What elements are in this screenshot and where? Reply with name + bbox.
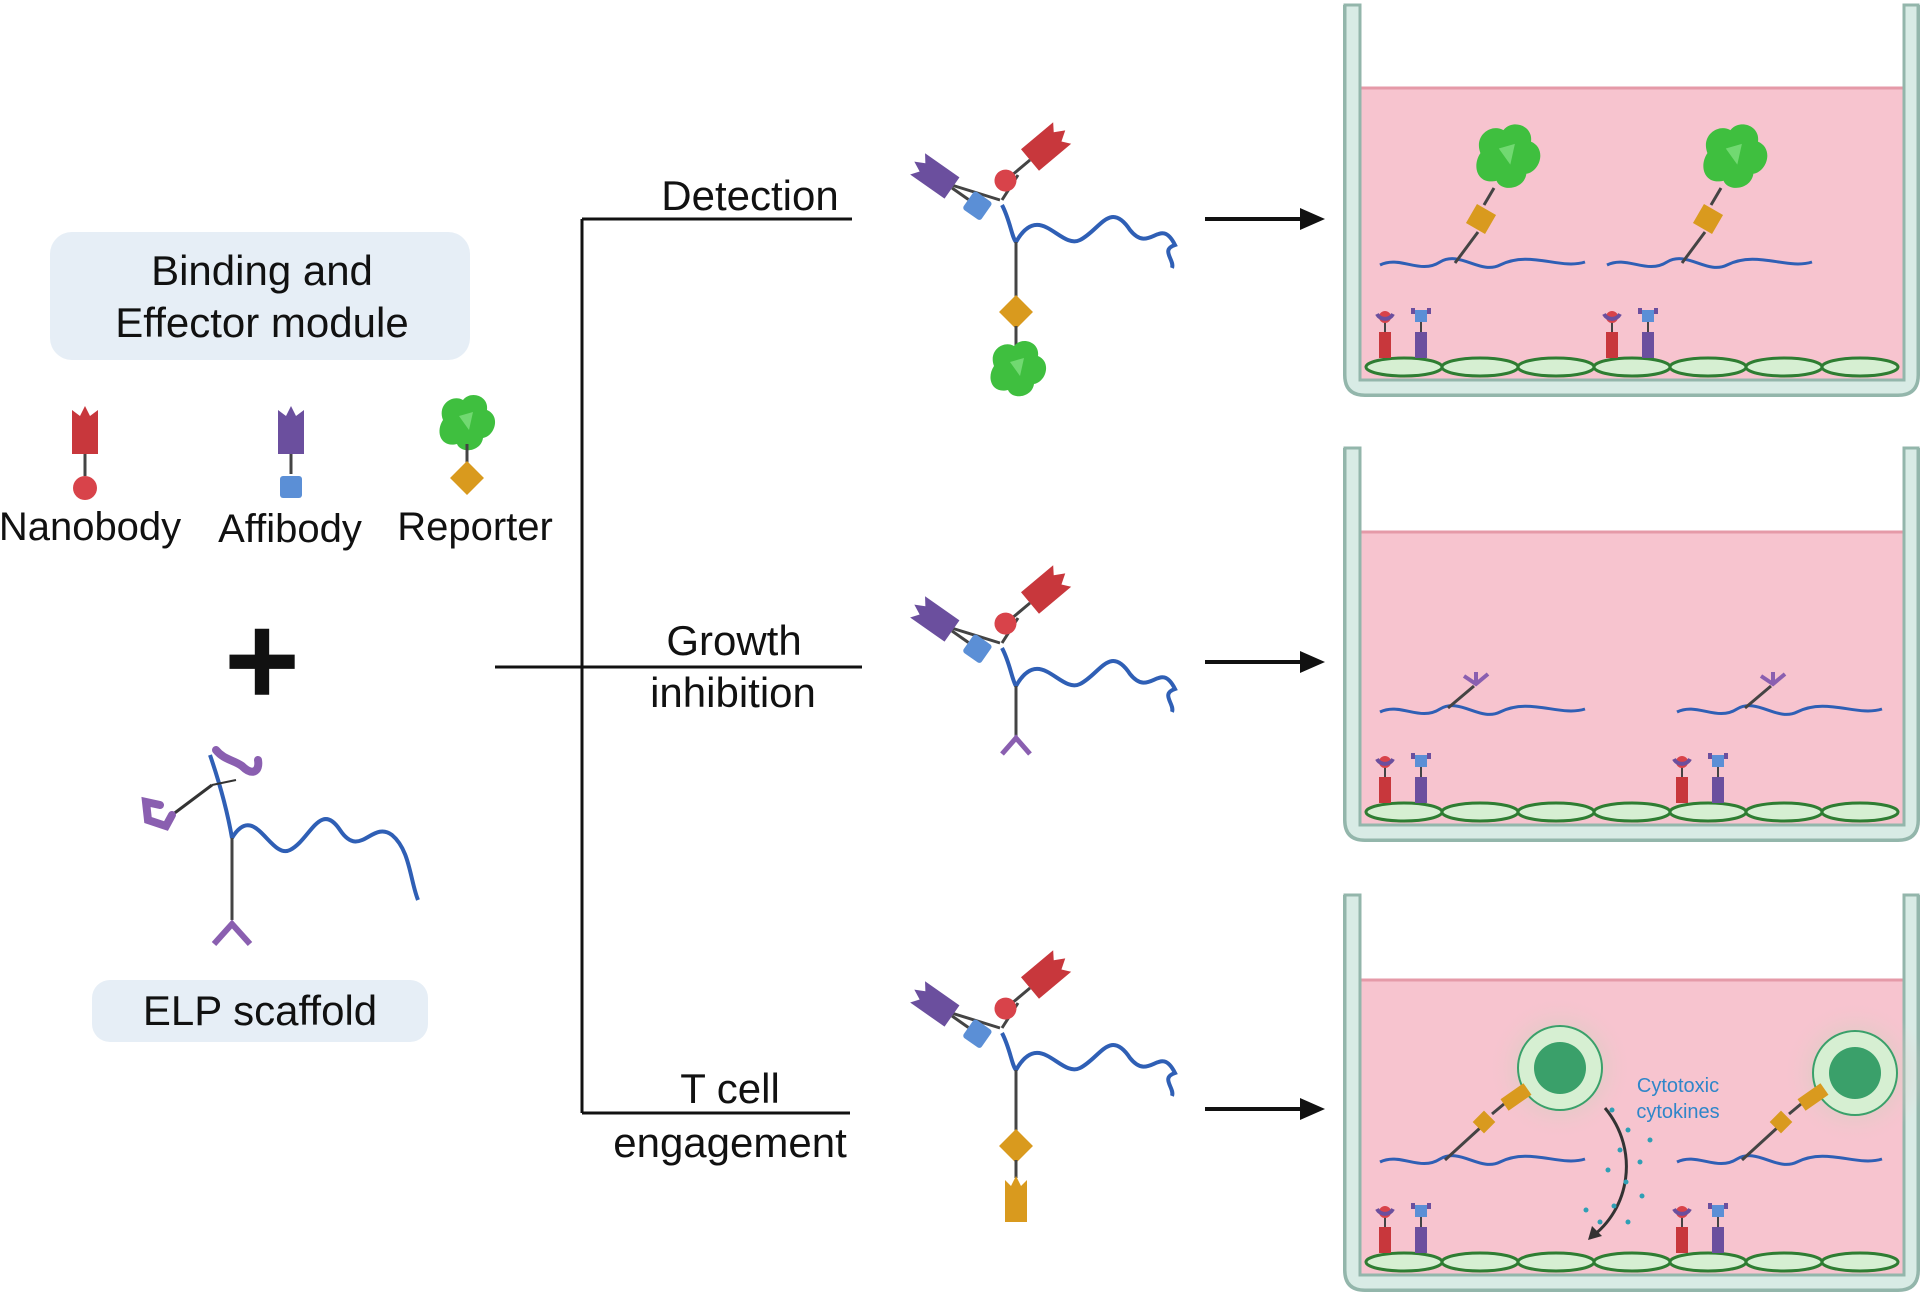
branch-connectors: [495, 217, 862, 1115]
arrows: [1205, 208, 1325, 1120]
module-box-line2: Effector module: [115, 299, 408, 346]
legend-label-affibody: Affibody: [218, 507, 362, 551]
construct-growth-inhibition: [905, 561, 1178, 756]
legend-label-nanobody: Nanobody: [0, 505, 181, 549]
well-detection: [1343, 3, 1920, 397]
branch-label-growth: Growth: [666, 617, 801, 664]
branch-label-inhibition: inhibition: [650, 669, 816, 716]
cytokine-label-line2: cytokines: [1636, 1101, 1719, 1123]
well-growth-inhibition: [1343, 446, 1920, 842]
construct-tcell-engagement: [905, 946, 1178, 1222]
legend-label-reporter: Reporter: [397, 505, 553, 549]
affibody-icon: [278, 406, 304, 498]
well-tcell-engagement: Cytotoxic cytokines: [1343, 893, 1920, 1292]
branch-label-engagement: engagement: [613, 1119, 847, 1166]
module-box: Binding and Effector module: [50, 232, 470, 360]
scaffold-label-box: ELP scaffold: [92, 980, 428, 1042]
branch-label-tcell: T cell: [680, 1065, 780, 1112]
reporter-icon: [439, 395, 496, 495]
elp-scaffold-icon: [141, 746, 420, 947]
construct-detection: [905, 118, 1178, 397]
scaffold-label: ELP scaffold: [143, 987, 377, 1034]
cytokine-label-line1: Cytotoxic: [1637, 1075, 1719, 1097]
nanobody-icon: [72, 406, 98, 500]
plus-sign: +: [224, 587, 300, 733]
branch-label-detection: Detection: [661, 172, 838, 219]
module-box-line1: Binding and: [151, 247, 373, 294]
